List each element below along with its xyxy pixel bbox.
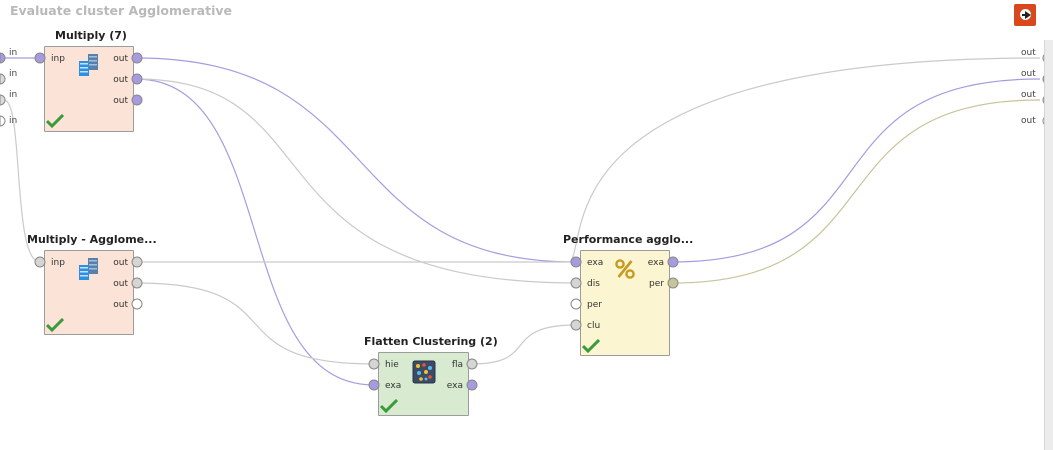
operator-title-performance: Performance agglo... — [563, 233, 694, 246]
port-label: clu — [587, 321, 601, 331]
multiply-icon — [79, 54, 98, 76]
input-port[interactable] — [570, 318, 582, 332]
port-label: exa — [385, 381, 402, 391]
port-label: fla — [451, 360, 463, 370]
output-port[interactable] — [131, 72, 143, 86]
exit-process-icon[interactable] — [1014, 4, 1036, 26]
input-port[interactable] — [570, 255, 582, 269]
wire-flatten-fla-perf-clu[interactable] — [471, 324, 577, 365]
operator-performance[interactable]: exa dis per clu exa per — [580, 250, 670, 356]
output-port[interactable] — [466, 357, 478, 371]
wire-in3-multiplyagg[interactable] — [3, 99, 41, 263]
process-input-label: in — [9, 69, 18, 79]
input-port[interactable] — [570, 276, 582, 290]
output-port[interactable] — [131, 297, 143, 311]
input-port[interactable] — [34, 51, 46, 65]
port-label: hie — [385, 360, 399, 370]
checkmark-icon — [46, 114, 64, 128]
port-label: exa — [446, 381, 463, 391]
port-label: dis — [587, 279, 600, 289]
process-output-label: out — [1021, 116, 1036, 126]
wire-multiplyagg-out2-flatten-hie[interactable] — [135, 282, 375, 365]
port-label: out — [113, 300, 128, 310]
output-port[interactable] — [667, 276, 679, 290]
port-label: inp — [51, 258, 65, 268]
port-label: exa — [647, 258, 664, 268]
process-output-label: out — [1021, 48, 1036, 58]
process-input-port[interactable] — [0, 115, 6, 127]
operator-multiply-agglomerative[interactable]: inp out out out — [44, 250, 134, 335]
port-label: out — [113, 96, 128, 106]
input-port[interactable] — [34, 255, 46, 269]
operator-multiply7[interactable]: inp out out out — [44, 46, 134, 132]
operator-title-multiply-agglomerative: Multiply - Agglome... — [27, 233, 157, 246]
process-input-label: in — [9, 116, 18, 126]
process-input-label: in — [9, 48, 18, 58]
flatten-clustering-icon — [412, 360, 436, 384]
output-port[interactable] — [131, 93, 143, 107]
input-port[interactable] — [368, 378, 380, 392]
output-port[interactable] — [667, 255, 679, 269]
checkmark-icon — [46, 318, 64, 332]
process-input-port[interactable] — [0, 52, 6, 64]
port-label: per — [587, 300, 602, 310]
process-input-port[interactable] — [0, 94, 6, 106]
wire-perf-exa-out2[interactable] — [671, 78, 1041, 263]
output-port[interactable] — [131, 255, 143, 269]
checkmark-icon — [380, 399, 398, 413]
checkmark-icon — [582, 339, 600, 353]
input-port[interactable] — [570, 297, 582, 311]
port-label: out — [113, 279, 128, 289]
process-output-label: out — [1021, 90, 1036, 100]
operator-title-flatten-clustering: Flatten Clustering (2) — [364, 335, 498, 348]
process-title: Evaluate cluster Agglomerative — [10, 3, 232, 18]
port-label: exa — [587, 258, 604, 268]
input-port[interactable] — [368, 357, 380, 371]
port-label: per — [649, 279, 664, 289]
process-output-panel — [1044, 40, 1053, 450]
percent-icon — [615, 259, 635, 279]
operator-flatten-clustering[interactable]: hie exa fla exa — [378, 352, 469, 416]
multiply-icon — [79, 258, 98, 280]
output-port[interactable] — [131, 276, 143, 290]
wire-multiply7-out1-perf-exa[interactable] — [135, 57, 577, 263]
process-output-label: out — [1021, 69, 1036, 79]
wire-multiply7-out2-flatten-exa[interactable] — [135, 78, 375, 386]
process-input-port[interactable] — [0, 73, 6, 85]
output-port[interactable] — [131, 51, 143, 65]
wire-perf-per-out3[interactable] — [671, 99, 1041, 284]
operator-title-multiply7: Multiply (7) — [55, 29, 127, 42]
process-input-label: in — [9, 90, 18, 100]
port-label: inp — [51, 54, 65, 64]
output-port[interactable] — [466, 378, 478, 392]
port-label: out — [113, 75, 128, 85]
port-label: out — [113, 258, 128, 268]
wire-multiply7-out2-perf-dis[interactable] — [135, 78, 577, 284]
wire-multiplyagg-out1-out1[interactable] — [136, 57, 1041, 263]
port-label: out — [113, 54, 128, 64]
